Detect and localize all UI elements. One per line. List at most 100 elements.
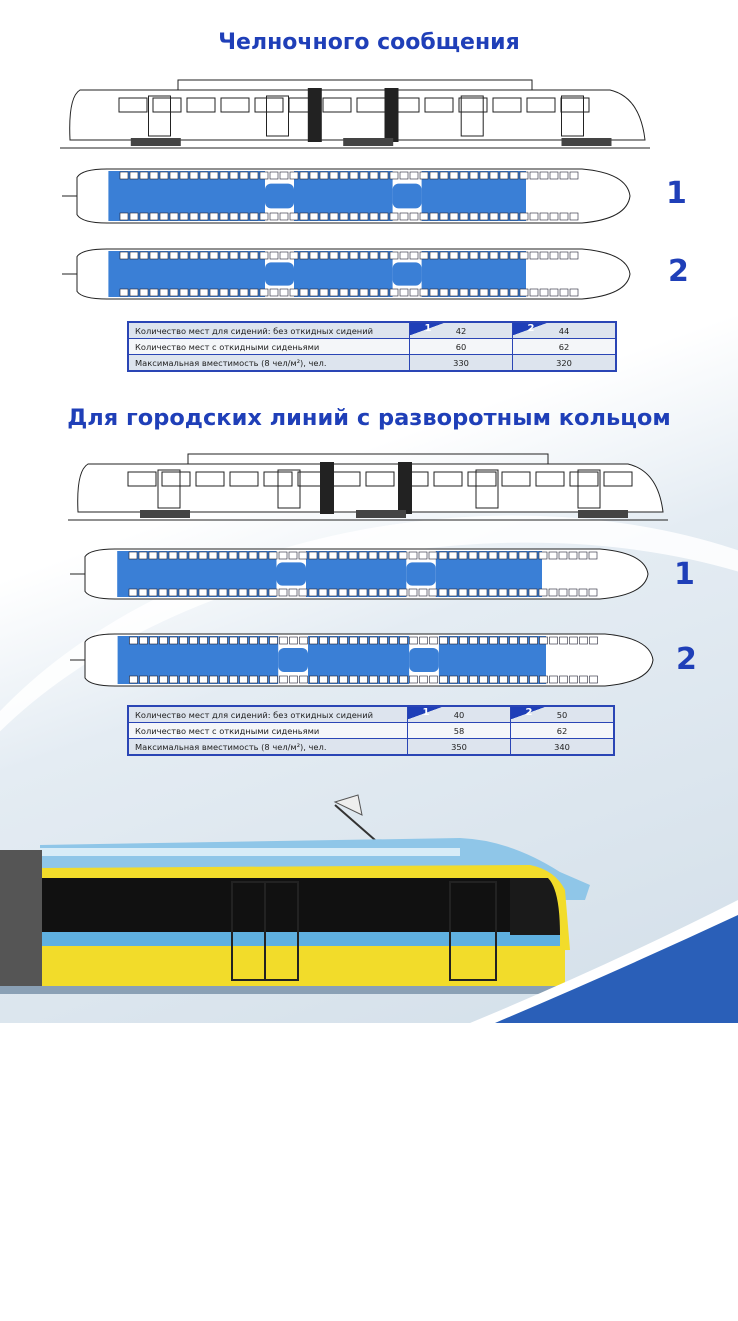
seat	[148, 551, 158, 560]
seat	[569, 251, 579, 260]
seat	[469, 212, 479, 221]
seat	[299, 212, 309, 221]
seat	[509, 675, 518, 684]
seat	[499, 636, 508, 645]
row-label: Количество мест с откидными сиденьями	[127, 722, 408, 739]
seat	[499, 288, 509, 297]
window	[254, 97, 284, 113]
articulation	[320, 462, 334, 514]
window	[152, 97, 182, 113]
seat	[269, 212, 279, 221]
seat	[219, 212, 229, 221]
seat	[249, 675, 258, 684]
seat	[508, 551, 518, 560]
tram-plan-loop-2	[70, 633, 654, 687]
seat	[379, 171, 389, 180]
seat	[449, 288, 459, 297]
articulation	[392, 262, 422, 286]
window	[526, 97, 556, 113]
seat	[359, 251, 369, 260]
seat	[249, 251, 259, 260]
seat	[189, 675, 198, 684]
table-row: Количество мест для сидений: без откидны…	[127, 705, 615, 723]
articulation	[384, 88, 399, 142]
tram-plan-shuttle-1	[62, 168, 631, 224]
seat	[169, 636, 178, 645]
seat	[519, 212, 529, 221]
seat	[469, 251, 479, 260]
seat	[269, 251, 279, 260]
table-row: Максимальная вместимость (8 чел/м²), чел…	[127, 354, 617, 372]
variant-badge-1: 1	[408, 707, 442, 719]
seat	[298, 551, 308, 560]
tram-side-view-loop	[68, 453, 668, 521]
seat	[489, 288, 499, 297]
seat	[269, 171, 279, 180]
seat	[359, 171, 369, 180]
seat	[269, 675, 278, 684]
seat	[458, 551, 468, 560]
seat	[139, 212, 149, 221]
seat	[299, 288, 309, 297]
seat	[439, 251, 449, 260]
seat	[129, 288, 139, 297]
door	[460, 95, 484, 137]
seat	[429, 675, 438, 684]
seat	[199, 675, 208, 684]
seat	[529, 212, 539, 221]
door	[157, 469, 181, 509]
seat	[259, 675, 268, 684]
seat	[569, 288, 579, 297]
seat	[399, 675, 408, 684]
seat	[159, 675, 168, 684]
section-title-shuttle: Челночного сообщения	[218, 30, 520, 55]
door	[266, 95, 289, 137]
window	[433, 471, 463, 487]
seat	[519, 171, 529, 180]
seat	[448, 588, 458, 597]
seat	[188, 588, 198, 597]
seat	[219, 251, 229, 260]
seat	[289, 251, 299, 260]
seat	[199, 171, 209, 180]
seat	[389, 251, 399, 260]
door	[148, 95, 171, 137]
seat	[559, 212, 569, 221]
seat	[419, 636, 428, 645]
seat	[418, 588, 428, 597]
seat	[349, 251, 359, 260]
door	[475, 469, 499, 509]
seat	[438, 551, 448, 560]
seat	[338, 588, 348, 597]
seat	[488, 551, 498, 560]
seat	[439, 288, 449, 297]
bogie	[343, 138, 394, 146]
seat	[329, 212, 339, 221]
seat	[309, 251, 319, 260]
seat	[308, 551, 318, 560]
window	[356, 97, 386, 113]
seat	[389, 288, 399, 297]
seat	[379, 251, 389, 260]
window	[390, 97, 420, 113]
seat	[369, 251, 379, 260]
seat	[219, 675, 228, 684]
seat	[538, 551, 548, 560]
seat	[568, 551, 578, 560]
articulation	[406, 562, 436, 586]
roof-equipment	[187, 453, 549, 465]
seat	[498, 588, 508, 597]
seat	[138, 551, 148, 560]
seat	[229, 251, 239, 260]
seat	[379, 212, 389, 221]
window	[118, 97, 148, 113]
seat	[529, 636, 538, 645]
seat	[329, 171, 339, 180]
variant-badge-1: 1	[410, 323, 444, 335]
seat	[269, 288, 279, 297]
seat	[238, 551, 248, 560]
seat	[399, 171, 409, 180]
seat	[169, 675, 178, 684]
articulation	[278, 648, 308, 672]
seat	[259, 636, 268, 645]
